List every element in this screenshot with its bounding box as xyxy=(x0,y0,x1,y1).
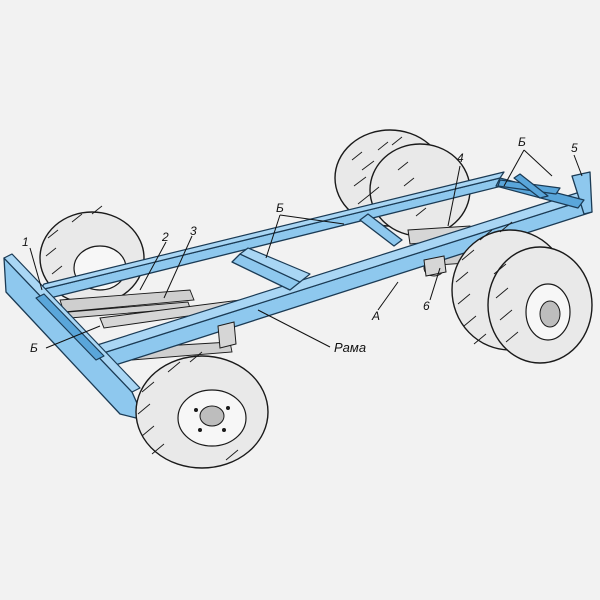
label-b-top-middle: Б xyxy=(276,201,284,215)
labels: 1 2 3 4 5 6 Б Б Б А Рама xyxy=(22,135,578,355)
label-3: 3 xyxy=(190,224,197,238)
label-1: 1 xyxy=(22,235,29,249)
label-rama: Рама xyxy=(334,340,366,355)
label-6: 6 xyxy=(423,299,430,313)
bracket-6 xyxy=(423,255,447,277)
label-b-top-right: Б xyxy=(518,135,526,149)
leader-lines xyxy=(29,149,583,349)
label-a: А xyxy=(371,309,380,323)
label-2: 2 xyxy=(161,230,169,244)
rear-right-wheels xyxy=(451,221,593,364)
front-right-wheel xyxy=(135,351,269,469)
label-5: 5 xyxy=(571,141,578,155)
label-b-left: Б xyxy=(30,341,38,355)
label-4: 4 xyxy=(457,151,464,165)
